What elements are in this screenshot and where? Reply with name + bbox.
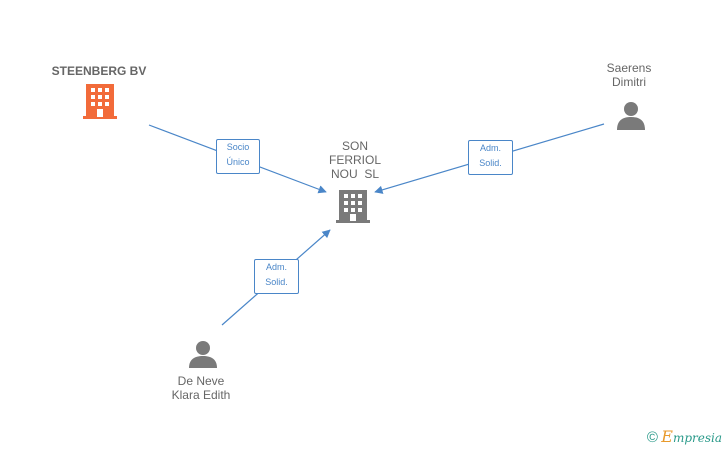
edge-label-line: Solid. xyxy=(265,277,288,287)
person-label-saerens[interactable]: Saerens Dimitri xyxy=(579,61,679,89)
edge-label-line: Socio xyxy=(226,142,250,152)
company-label-line: SON xyxy=(341,139,368,153)
edge-label-line: Adm. xyxy=(265,262,287,272)
brand-name: mpresia xyxy=(672,431,722,445)
edge-label-line: Solid. xyxy=(479,158,502,168)
brand-initial: E xyxy=(661,427,673,446)
person-icon[interactable] xyxy=(189,341,217,368)
company-label-line: NOU SL xyxy=(330,167,379,181)
person-label-deneve[interactable]: De Neve Klara Edith xyxy=(150,374,252,402)
copyright-icon: © xyxy=(646,429,658,446)
edge-label-line: Adm. xyxy=(479,143,501,153)
person-icon[interactable] xyxy=(617,102,645,130)
person-label-line: De Neve xyxy=(177,374,225,388)
building-icon[interactable] xyxy=(83,84,117,119)
company-label-line: FERRIOL xyxy=(328,153,381,167)
empresia-watermark: © Empresia xyxy=(647,427,722,446)
company-label-son-ferriol[interactable]: SON FERRIOL NOU SL xyxy=(300,139,410,181)
person-label-line: Dimitri xyxy=(612,75,646,89)
company-label-steenberg[interactable]: STEENBERG BV xyxy=(51,64,147,78)
edge-label-line: Único xyxy=(226,157,250,167)
edge-label-adm-solid-deneve[interactable]: Adm. Solid. xyxy=(254,259,299,294)
building-icon[interactable] xyxy=(336,190,370,223)
edge-label-socio-unico[interactable]: Socio Único xyxy=(216,139,260,174)
person-label-line: Saerens xyxy=(606,61,652,75)
edge-label-adm-solid-saerens[interactable]: Adm. Solid. xyxy=(468,140,513,175)
person-label-line: Klara Edith xyxy=(171,388,231,402)
